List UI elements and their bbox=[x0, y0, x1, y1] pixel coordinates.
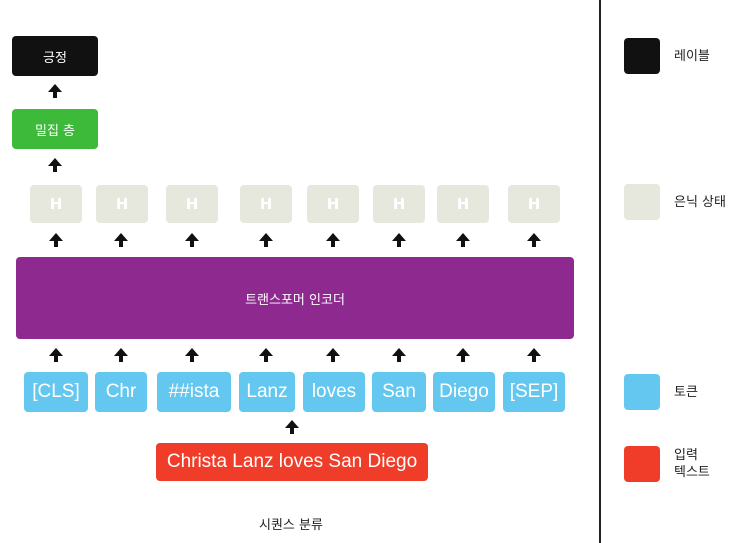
token-box: [SEP] bbox=[503, 372, 565, 412]
arrow-up-icon bbox=[527, 233, 541, 247]
arrow-up-icon bbox=[285, 420, 299, 434]
arrow-up-icon bbox=[527, 348, 541, 362]
hidden-state-box: H bbox=[437, 185, 489, 223]
legend-label-text: 레이블 bbox=[674, 49, 710, 64]
token-text: Chr bbox=[105, 381, 137, 402]
token-box: Lanz bbox=[239, 372, 295, 412]
token-box: loves bbox=[303, 372, 365, 412]
token-text: Diego bbox=[439, 381, 489, 402]
hidden-state-text: H bbox=[456, 195, 470, 213]
hidden-state-box: H bbox=[508, 185, 560, 223]
hidden-state-box: H bbox=[307, 185, 359, 223]
legend-swatch-label bbox=[624, 38, 660, 74]
hidden-state-box: H bbox=[373, 185, 425, 223]
hidden-state-text: H bbox=[259, 195, 273, 213]
token-text: Lanz bbox=[246, 381, 288, 402]
input-text-box: Christa Lanz loves San Diego bbox=[156, 443, 428, 481]
dense-layer-box: 밀집 층 bbox=[12, 109, 98, 149]
arrow-up-icon bbox=[326, 233, 340, 247]
arrow-up-icon bbox=[114, 233, 128, 247]
label-text: 긍정 bbox=[43, 50, 67, 66]
legend-token-text: 토큰 bbox=[674, 385, 698, 400]
legend-divider bbox=[599, 0, 601, 543]
hidden-state-text: H bbox=[392, 195, 406, 213]
legend-hidden-state-text: 은닉 상태 bbox=[674, 195, 726, 210]
legend-input-text-line1: 입력 bbox=[674, 448, 698, 463]
token-box: Diego bbox=[433, 372, 495, 412]
legend-input-text-line2: 텍스트 bbox=[674, 465, 710, 480]
token-box: Chr bbox=[95, 372, 147, 412]
hidden-state-box: H bbox=[240, 185, 292, 223]
token-text: [SEP] bbox=[509, 381, 559, 402]
token-text: [CLS] bbox=[32, 381, 80, 402]
transformer-encoder-box: 트랜스포머 인코더 bbox=[16, 257, 574, 339]
arrow-up-icon bbox=[456, 348, 470, 362]
transformer-encoder-text: 트랜스포머 인코더 bbox=[245, 292, 345, 308]
arrow-up-icon bbox=[49, 348, 63, 362]
hidden-state-text: H bbox=[115, 195, 129, 213]
legend-swatch-token bbox=[624, 374, 660, 410]
arrow-up-icon bbox=[185, 233, 199, 247]
arrow-up-icon bbox=[259, 348, 273, 362]
hidden-state-text: H bbox=[185, 195, 199, 213]
token-text: loves bbox=[311, 381, 357, 402]
legend-swatch-input-text bbox=[624, 446, 660, 482]
token-box: [CLS] bbox=[24, 372, 88, 412]
token-text: San bbox=[382, 381, 416, 402]
arrow-up-icon bbox=[326, 348, 340, 362]
hidden-state-text: H bbox=[527, 195, 541, 213]
token-text: ##ista bbox=[168, 381, 220, 402]
arrow-up-icon bbox=[48, 84, 62, 98]
hidden-state-text: H bbox=[49, 195, 63, 213]
hidden-state-text: H bbox=[326, 195, 340, 213]
token-box: San bbox=[372, 372, 426, 412]
token-box: ##ista bbox=[157, 372, 231, 412]
input-text: Christa Lanz loves San Diego bbox=[166, 451, 418, 472]
label-box: 긍정 bbox=[12, 36, 98, 76]
arrow-up-icon bbox=[259, 233, 273, 247]
arrow-up-icon bbox=[48, 158, 62, 172]
hidden-state-box: H bbox=[96, 185, 148, 223]
diagram-caption: 시퀀스 분류 bbox=[259, 518, 323, 533]
arrow-up-icon bbox=[185, 348, 199, 362]
arrow-up-icon bbox=[456, 233, 470, 247]
arrow-up-icon bbox=[114, 348, 128, 362]
arrow-up-icon bbox=[392, 348, 406, 362]
hidden-state-box: H bbox=[166, 185, 218, 223]
dense-layer-text: 밀집 층 bbox=[34, 123, 75, 139]
hidden-state-box: H bbox=[30, 185, 82, 223]
arrow-up-icon bbox=[392, 233, 406, 247]
arrow-up-icon bbox=[49, 233, 63, 247]
legend-swatch-hidden-state bbox=[624, 184, 660, 220]
